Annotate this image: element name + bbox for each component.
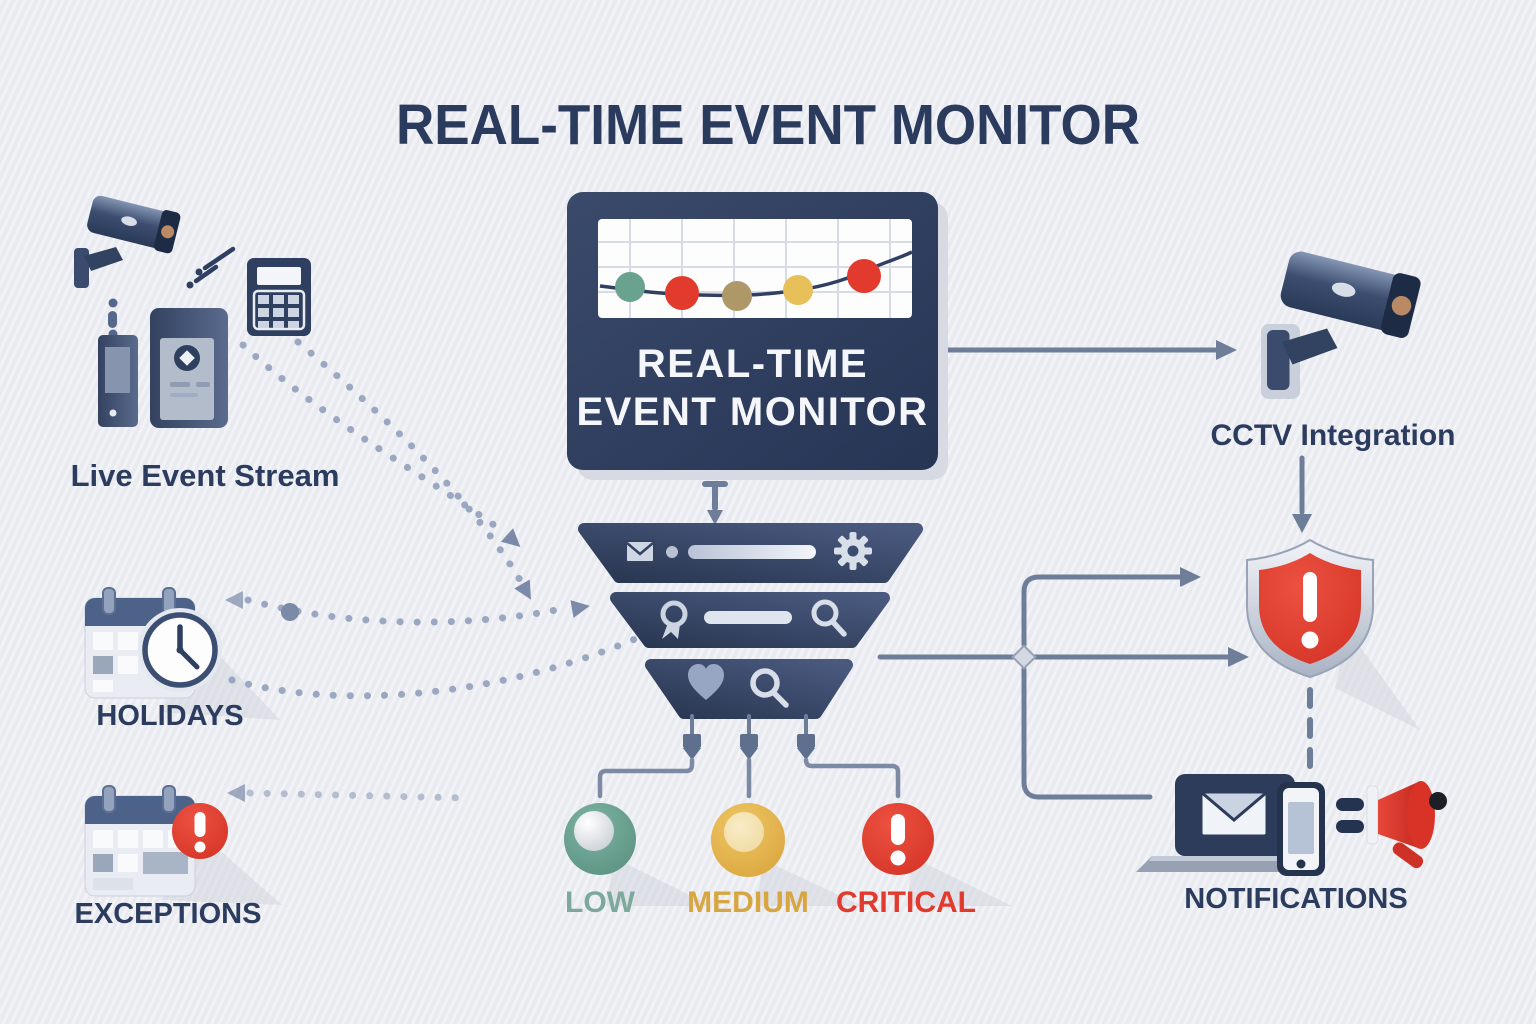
live-event-stream-label: Live Event Stream bbox=[70, 458, 340, 493]
keypad-icon bbox=[247, 258, 311, 336]
dot-icon bbox=[666, 546, 678, 558]
badge-search-icon bbox=[660, 600, 688, 639]
data-point-medium-2 bbox=[783, 275, 813, 305]
clock-icon bbox=[138, 608, 222, 692]
junction-node bbox=[1011, 644, 1037, 670]
monitor-panel-title-line2: EVENT MONITOR bbox=[576, 390, 929, 434]
smartphone-icon bbox=[1277, 782, 1325, 876]
exceptions-label: EXCEPTIONS bbox=[74, 898, 262, 930]
data-point-medium bbox=[722, 281, 752, 311]
laptop-email-icon bbox=[1136, 774, 1312, 872]
funnel-outlets bbox=[683, 714, 815, 760]
data-point-critical-2 bbox=[847, 259, 881, 293]
data-point-low bbox=[615, 272, 645, 302]
holidays-group bbox=[84, 587, 222, 699]
camera-drop-connector bbox=[108, 298, 118, 339]
arrow-junction-up bbox=[1021, 574, 1183, 648]
gear-icon bbox=[834, 532, 872, 570]
severity-low-label: LOW bbox=[565, 886, 635, 919]
severity-medium-icon bbox=[711, 803, 785, 877]
envelope-icon bbox=[625, 540, 655, 563]
monitor-panel-title: REAL-TIME EVENT MONITOR bbox=[567, 340, 938, 436]
dotted-flow-lines bbox=[228, 338, 646, 802]
megaphone-icon bbox=[1336, 781, 1447, 869]
data-point-critical bbox=[665, 276, 699, 310]
dotted-flow-arrowheads bbox=[225, 528, 590, 802]
funnel-icon bbox=[578, 523, 923, 760]
sparkline-chart bbox=[598, 219, 913, 318]
page-title: REAL-TIME EVENT MONITOR bbox=[395, 93, 1141, 158]
magnifier-icon bbox=[750, 668, 789, 708]
monitor-panel-title-line1: REAL-TIME bbox=[636, 342, 869, 386]
severity-critical-label: CRITICAL bbox=[836, 886, 976, 919]
notifications-label: NOTIFICATIONS bbox=[1184, 883, 1408, 915]
severity-medium-label: MEDIUM bbox=[687, 886, 809, 919]
progress-bar bbox=[704, 611, 792, 624]
progress-bar bbox=[688, 545, 816, 559]
flow-live-stream-2 bbox=[294, 338, 524, 584]
cctv-integration-label: CCTV Integration bbox=[1210, 419, 1456, 452]
shield-alert-icon bbox=[1246, 538, 1374, 679]
cctv-camera-icon bbox=[1261, 251, 1421, 399]
exceptions-group bbox=[84, 785, 228, 897]
severity-critical-icon bbox=[862, 803, 934, 875]
funnel-tier-3 bbox=[645, 659, 853, 719]
monitor-panel bbox=[567, 192, 948, 480]
alert-badge-icon bbox=[172, 803, 228, 859]
magnifier-icon bbox=[811, 599, 847, 637]
line-junction-down-to-notifications bbox=[1021, 666, 1153, 800]
down-arrow-connector bbox=[702, 481, 728, 525]
flow-exceptions bbox=[246, 789, 469, 802]
calendar-icon bbox=[84, 785, 196, 897]
severity-low-icon bbox=[564, 803, 636, 875]
flow-live-stream-1 bbox=[239, 341, 509, 537]
cctv-camera-icon bbox=[74, 195, 181, 288]
solid-arrowheads bbox=[1180, 340, 1312, 667]
solid-arrows bbox=[877, 347, 1313, 800]
heart-icon bbox=[688, 664, 724, 700]
card-reader-large-icon bbox=[150, 308, 228, 428]
holidays-label: HOLIDAYS bbox=[96, 700, 244, 732]
card-reader-small-icon bbox=[98, 335, 138, 427]
signal-icon bbox=[186, 246, 236, 289]
flow-holidays-2 bbox=[228, 632, 646, 700]
severity-connectors bbox=[597, 757, 901, 799]
